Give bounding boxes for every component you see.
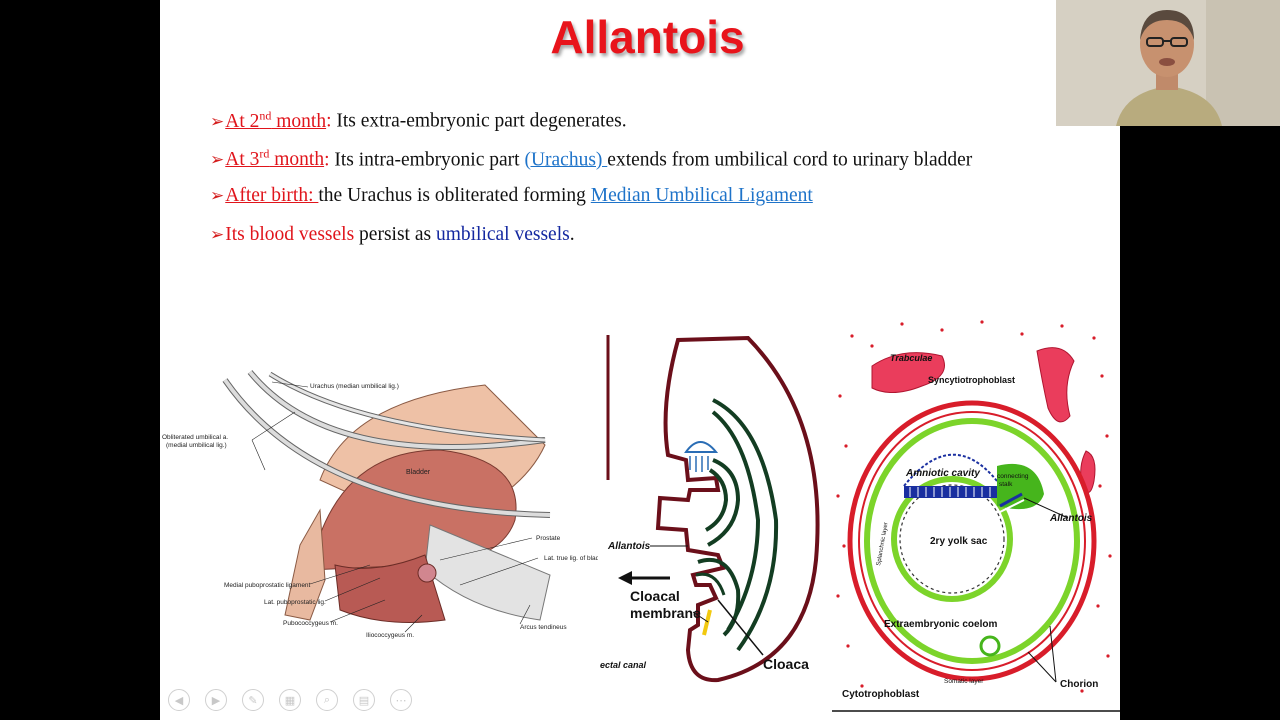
umbilical-vessels-text: umbilical vessels: [435, 223, 570, 245]
label-medial-puboprostatic: Medial puboprostatic ligament: [224, 582, 311, 589]
bullet-1: ➢At 2nd month: Its extra-embryonic part …: [210, 108, 627, 132]
presenter-video-icon: [1056, 0, 1280, 126]
label-obliterated-umbilical: Obliterated umbilical a.: [162, 434, 228, 441]
label-allantois: Allantois: [607, 541, 651, 552]
next-icon[interactable]: ▶: [205, 689, 227, 711]
presenter-webcam: [1056, 0, 1280, 126]
label-yolk-sac: 2ry yolk sac: [930, 536, 988, 547]
bullet-text: Its intra-embryonic part: [334, 149, 525, 170]
bladder-anatomy-figure: Urachus (median umbilical lig.) Oblitera…: [162, 370, 610, 639]
label-urachus: Urachus (median umbilical lig.): [310, 383, 399, 390]
bullet-text: extends from umbilical cord to urinary b…: [607, 149, 973, 170]
label-chorion: Chorion: [1060, 679, 1098, 690]
label-amniotic-cavity: Amniotic cavity: [905, 468, 980, 479]
label-lat-true-lig: Lat. true lig. of bladder: [544, 555, 610, 562]
label-syncytiotrophoblast: Syncytiotrophoblast: [928, 375, 1015, 385]
label-cytotrophoblast: Cytotrophoblast: [842, 689, 920, 700]
label-iliococcygeus: Iliococcygeus m.: [366, 632, 414, 639]
prev-icon[interactable]: ◀: [168, 689, 190, 711]
arrow-bullet-icon: ➢: [210, 150, 225, 169]
label-somatic-layer: Somatic layer: [944, 678, 984, 685]
label-connecting: connecting: [997, 473, 1029, 480]
presentation-toolbar: ◀ ▶ ✎ ▦ ⌕ ▤ ⋯: [168, 689, 412, 713]
label-stalk: stalk: [999, 481, 1013, 488]
bullet-text: Its extra-embryonic part degenerates.: [336, 110, 627, 132]
bullet-label: At 2nd month: [225, 108, 327, 132]
label-trabeculae: Trabculae: [890, 353, 932, 363]
label-allantois-chorion: Allantois: [1049, 513, 1093, 524]
label-lat-puboprostatic: Lat. puboprostatic lig.: [264, 599, 326, 606]
label-pubococcygeus: Pubococcygeus m.: [283, 620, 338, 627]
subtitles-icon[interactable]: ▤: [353, 689, 375, 711]
bullet-label: Its blood vessels: [225, 223, 355, 245]
label-extraembryonic-coelom: Extraembryonic coelom: [884, 619, 997, 630]
bullet-text: persist as: [354, 223, 436, 245]
slide-title: Allantois: [550, 11, 745, 63]
bullet-3: ➢After birth: the Urachus is obliterated…: [210, 185, 972, 224]
slide: Allantois ➢At 2nd month: Its extra-embry…: [160, 0, 1120, 720]
bullet-2: ➢At 3rd month: Its intra-embryonic part …: [210, 146, 973, 171]
bullet-label: At 3rd month: [225, 146, 325, 171]
embryo-cloaca-figure: Allantois Cloacal membrane Cloaca ectal …: [598, 330, 830, 685]
label-cloaca: Cloaca: [763, 656, 809, 672]
bullet-4: ➢Its blood vessels persist as umbilical …: [210, 223, 575, 245]
label-rectal-canal: ectal canal: [600, 660, 647, 670]
label-splanchnic-layer: Splanchnic layer: [876, 522, 890, 566]
label-medial-umbilical: (medial umbilical lig.): [166, 442, 227, 449]
more-icon[interactable]: ⋯: [390, 689, 412, 711]
slides-icon[interactable]: ▦: [279, 689, 301, 711]
arrow-bullet-icon: ➢: [210, 186, 225, 205]
bullet-text: the Urachus is obliterated forming: [318, 185, 591, 206]
median-umbilical-ligament-link[interactable]: Median Umbilical Ligament: [590, 185, 813, 206]
label-arcus-tendineus: Arcus tendineus: [520, 624, 567, 631]
arrow-bullet-icon: ➢: [210, 111, 225, 131]
urachus-link[interactable]: (Urachus): [524, 149, 608, 170]
bullet-label: After birth:: [225, 185, 319, 206]
label-membrane: membrane: [630, 605, 701, 621]
chorion-figure: Trabculae Syncytiotrophoblast Amniotic c…: [832, 320, 1120, 712]
label-cloacal: Cloacal: [630, 588, 680, 604]
pen-icon[interactable]: ✎: [242, 689, 264, 711]
zoom-icon[interactable]: ⌕: [316, 689, 338, 711]
label-prostate: Prostate: [536, 535, 561, 542]
bullet-list: ➢At 2nd month: Its extra-embryonic part …: [210, 108, 972, 262]
arrow-bullet-icon: ➢: [210, 224, 225, 244]
label-bladder: Bladder: [406, 469, 431, 476]
